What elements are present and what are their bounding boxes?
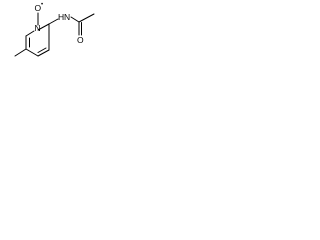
n-oxide-oxygen-label: O bbox=[35, 3, 42, 13]
c2-nh-bond bbox=[48, 18, 59, 25]
bond-c6-n1 bbox=[25, 30, 35, 37]
methyl-bond bbox=[14, 48, 27, 57]
bond-c3-c4-double-inner bbox=[37, 47, 47, 53]
carbonyl-oxygen-label: O bbox=[77, 35, 84, 45]
nh-carbonyl-bond bbox=[70, 16, 80, 23]
amide-n-label: N bbox=[64, 12, 70, 22]
ring-nitrogen-label: N bbox=[35, 23, 41, 33]
acetyl-methyl-bond bbox=[78, 13, 95, 23]
pyridine-ring bbox=[25, 23, 50, 57]
radical-dot-label: • bbox=[41, 2, 43, 8]
bond-n1-c2 bbox=[37, 23, 50, 31]
bond-c4-c5 bbox=[25, 48, 39, 57]
amide-h-label: H bbox=[58, 12, 64, 22]
chemical-structure-diagram: N O • H N O bbox=[14, 2, 95, 57]
bond-c3-c4-double-outer bbox=[37, 49, 50, 57]
